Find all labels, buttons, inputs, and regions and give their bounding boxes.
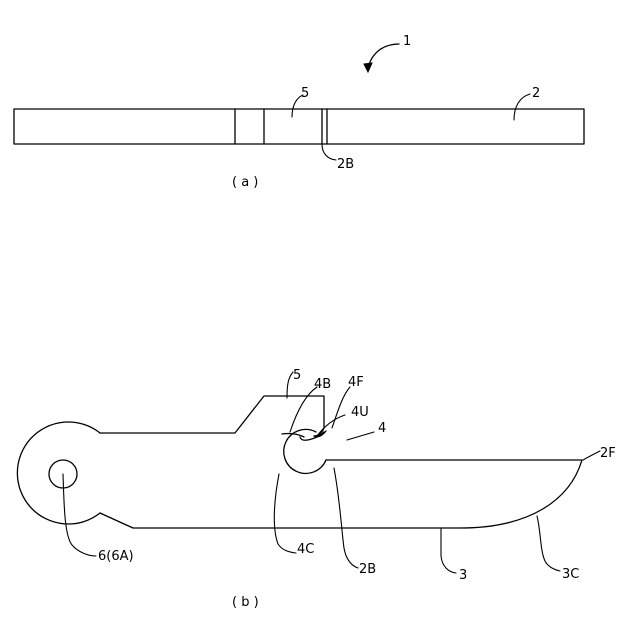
label-2B-b: 2B: [359, 562, 376, 577]
blade-body: [326, 460, 582, 528]
label-4U: 4U: [351, 405, 369, 420]
label-5b: 5: [293, 368, 301, 383]
caption-a: ( a ): [232, 175, 258, 190]
label-4C: 4C: [297, 542, 314, 557]
label-5a: 5: [301, 86, 309, 101]
figure-b: 5 4B 4F 4U 4 2F 6(6A) 4C 2B 3 3C ( b ): [17, 368, 615, 610]
leader-4B: [290, 387, 317, 432]
label-2: 2: [532, 86, 540, 101]
figure-a: 1 5 2 2B ( a ): [14, 34, 584, 190]
leader-4: [347, 432, 374, 440]
leader-3: [441, 528, 456, 573]
leader-2B-a: [322, 144, 336, 160]
label-4: 4: [378, 421, 386, 436]
caption-b: ( b ): [232, 595, 259, 610]
body-strip: [14, 109, 584, 144]
label-2B-a: 2B: [337, 157, 354, 172]
label-6: 6(6A): [98, 549, 134, 564]
label-4F: 4F: [348, 375, 364, 390]
leader-4F: [332, 387, 350, 428]
assembly-arrow: [368, 44, 399, 68]
label-3C: 3C: [562, 567, 579, 582]
leader-6: [63, 474, 96, 556]
label-2F: 2F: [600, 446, 616, 461]
label-4B: 4B: [314, 377, 331, 392]
label-1: 1: [403, 34, 411, 49]
leader-2F: [583, 451, 600, 460]
head-arc: [17, 422, 100, 524]
handle-outline: [100, 396, 324, 440]
leader-3C: [537, 516, 560, 571]
handle-bottom: [100, 513, 460, 528]
leader-2: [514, 94, 530, 120]
label-3: 3: [459, 568, 467, 583]
assembly-arrowhead: [364, 63, 372, 72]
leader-4C: [274, 474, 296, 553]
leader-2B-b: [334, 468, 358, 568]
